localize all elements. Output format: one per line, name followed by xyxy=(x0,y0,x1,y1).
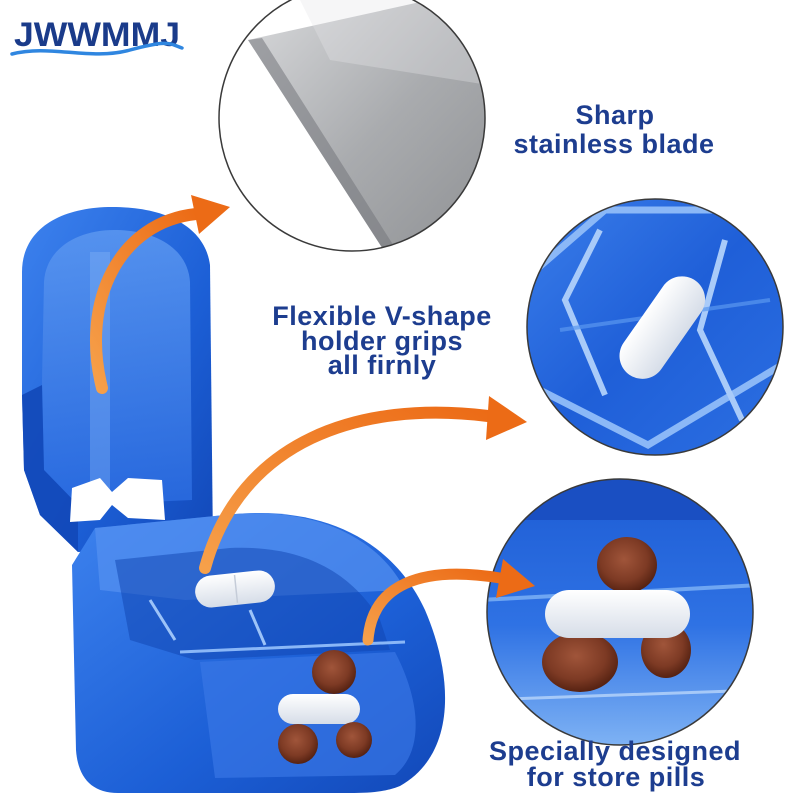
curved-arrow-icon xyxy=(89,195,230,394)
cut-white-pill xyxy=(195,570,275,608)
logo-wave-underline xyxy=(10,41,184,56)
lid-side xyxy=(22,385,78,552)
brown-pill xyxy=(597,537,657,593)
storage-closeup xyxy=(486,478,754,746)
brand-logo: JWWMMJ xyxy=(10,16,184,56)
curved-arrow-icon xyxy=(362,559,535,646)
brand-logo-text: JWWMMJ xyxy=(14,16,180,54)
storage-callout: Specially designed for store pills xyxy=(489,736,741,792)
holder-callout-line-2: holder grips xyxy=(301,326,463,356)
brown-pill xyxy=(312,650,356,694)
white-pill xyxy=(619,276,706,379)
holder-closeup-frame xyxy=(526,198,784,456)
storage-callout-line-1: Specially designed xyxy=(489,736,741,766)
holder-callout-line-3: all firnly xyxy=(328,350,437,380)
blade-callout-line-2: stainless blade xyxy=(513,129,714,159)
blade-closeup xyxy=(218,0,486,252)
pill-cutter xyxy=(22,207,446,793)
brown-pill xyxy=(336,722,372,758)
pill-cutter-lid xyxy=(22,207,213,552)
holder-callout: Flexible V-shape holder grips all firnly xyxy=(272,301,492,380)
v-holder-left xyxy=(561,228,608,397)
curved-arrow-icon xyxy=(199,396,527,574)
brown-pill xyxy=(542,632,618,692)
brown-pill xyxy=(278,724,318,764)
storage-tray-edge xyxy=(487,688,753,702)
base-cutting-compartment xyxy=(115,547,390,660)
holder-callout-line-1: Flexible V-shape xyxy=(272,301,492,331)
lid-v-cutout xyxy=(70,478,165,522)
storage-callout-line-2: for store pills xyxy=(527,762,706,792)
storage-closeup-frame xyxy=(486,478,754,746)
blade-callout: Sharp stainless blade xyxy=(513,100,714,159)
white-pill xyxy=(545,590,690,638)
blade-edge xyxy=(248,38,404,251)
pill-cutter-base xyxy=(72,512,446,793)
holder-rib xyxy=(528,356,783,449)
holder-closeup xyxy=(526,198,784,456)
stainless-blade xyxy=(248,0,485,251)
lid-inner-face xyxy=(42,230,192,505)
blade-callout-line-1: Sharp xyxy=(575,100,654,130)
white-pill xyxy=(278,694,360,724)
base-v-holder xyxy=(148,599,267,646)
v-holder-right xyxy=(696,239,745,422)
callout-arrows xyxy=(89,195,535,646)
storage-top-band xyxy=(487,479,753,520)
blade-closeup-frame xyxy=(218,0,486,252)
